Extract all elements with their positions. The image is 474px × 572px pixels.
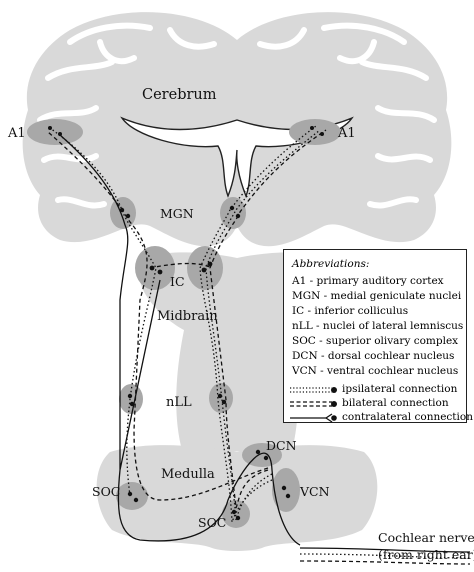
legend-ipsilateral: ipsilateral connection <box>342 383 458 395</box>
legend-contralateral: contralateral connection <box>342 411 473 423</box>
legend-abbrev-soc: SOC - superior olivary complex <box>292 335 459 347</box>
mgn-label: MGN <box>160 206 194 221</box>
medulla-shape <box>96 445 378 551</box>
ipsilateral-pathways <box>49 125 471 559</box>
a1-right-label: A1 <box>338 126 356 141</box>
contralateral-pathway <box>59 134 301 546</box>
cochlear-nerve-label: Cochlear nerve <box>378 530 474 545</box>
nll-left-nucleus <box>119 384 143 414</box>
legend-abbrev-mgn: MGN - medial geniculate nuclei <box>292 290 462 302</box>
ipsilateral-key-icon <box>290 387 337 393</box>
bilateral-key-icon <box>290 401 337 407</box>
legend-box: Abbreviations: A1 - primary auditory cor… <box>283 249 473 423</box>
dcn-label: DCN <box>266 438 297 453</box>
legend-bilateral: bilateral connection <box>342 397 449 409</box>
medulla-label: Medulla <box>161 467 215 482</box>
a1-left-label: A1 <box>8 126 26 141</box>
midbrain-label: Midbrain <box>157 309 218 324</box>
legend-abbrev-dcn: DCN - dorsal cochlear nucleus <box>292 350 455 362</box>
soc-left-nucleus <box>116 482 148 510</box>
bilateral-pathways <box>47 129 471 565</box>
mgn-left-nucleus <box>110 197 136 229</box>
legend-abbrev-vcn: VCN - ventral cochlear nucleus <box>292 365 459 377</box>
ic-label: IC <box>170 274 185 289</box>
a1-left-nucleus <box>27 119 83 145</box>
nll-label: nLL <box>166 395 192 410</box>
legend-title: Abbreviations: <box>292 258 370 270</box>
legend-abbrev-ic: IC - inferior colliculus <box>292 305 409 317</box>
pathways <box>59 134 471 553</box>
from-right-ear-label: (from right ear) <box>378 547 474 562</box>
soc-right-label: SOC <box>198 515 227 530</box>
vcn-label: VCN <box>300 484 330 499</box>
soc-right-nucleus <box>222 500 250 528</box>
contralateral-key-icon <box>290 413 337 423</box>
legend-abbrev-a1: A1 - primary auditory cortex <box>292 275 444 287</box>
a1-right-nucleus <box>289 119 341 145</box>
vcn-nucleus <box>272 468 300 512</box>
synapse-dots <box>48 126 324 521</box>
ic-left-nucleus <box>135 246 175 290</box>
legend-abbrev-nll: nLL - nuclei of lateral lemniscus <box>292 320 464 332</box>
cortex-folds <box>37 22 437 209</box>
mgn-right-nucleus <box>220 197 246 229</box>
soc-left-label: SOC <box>92 484 121 499</box>
cerebrum-label: Cerebrum <box>142 87 217 103</box>
nuclei <box>27 119 341 528</box>
nll-right-nucleus <box>209 383 233 413</box>
